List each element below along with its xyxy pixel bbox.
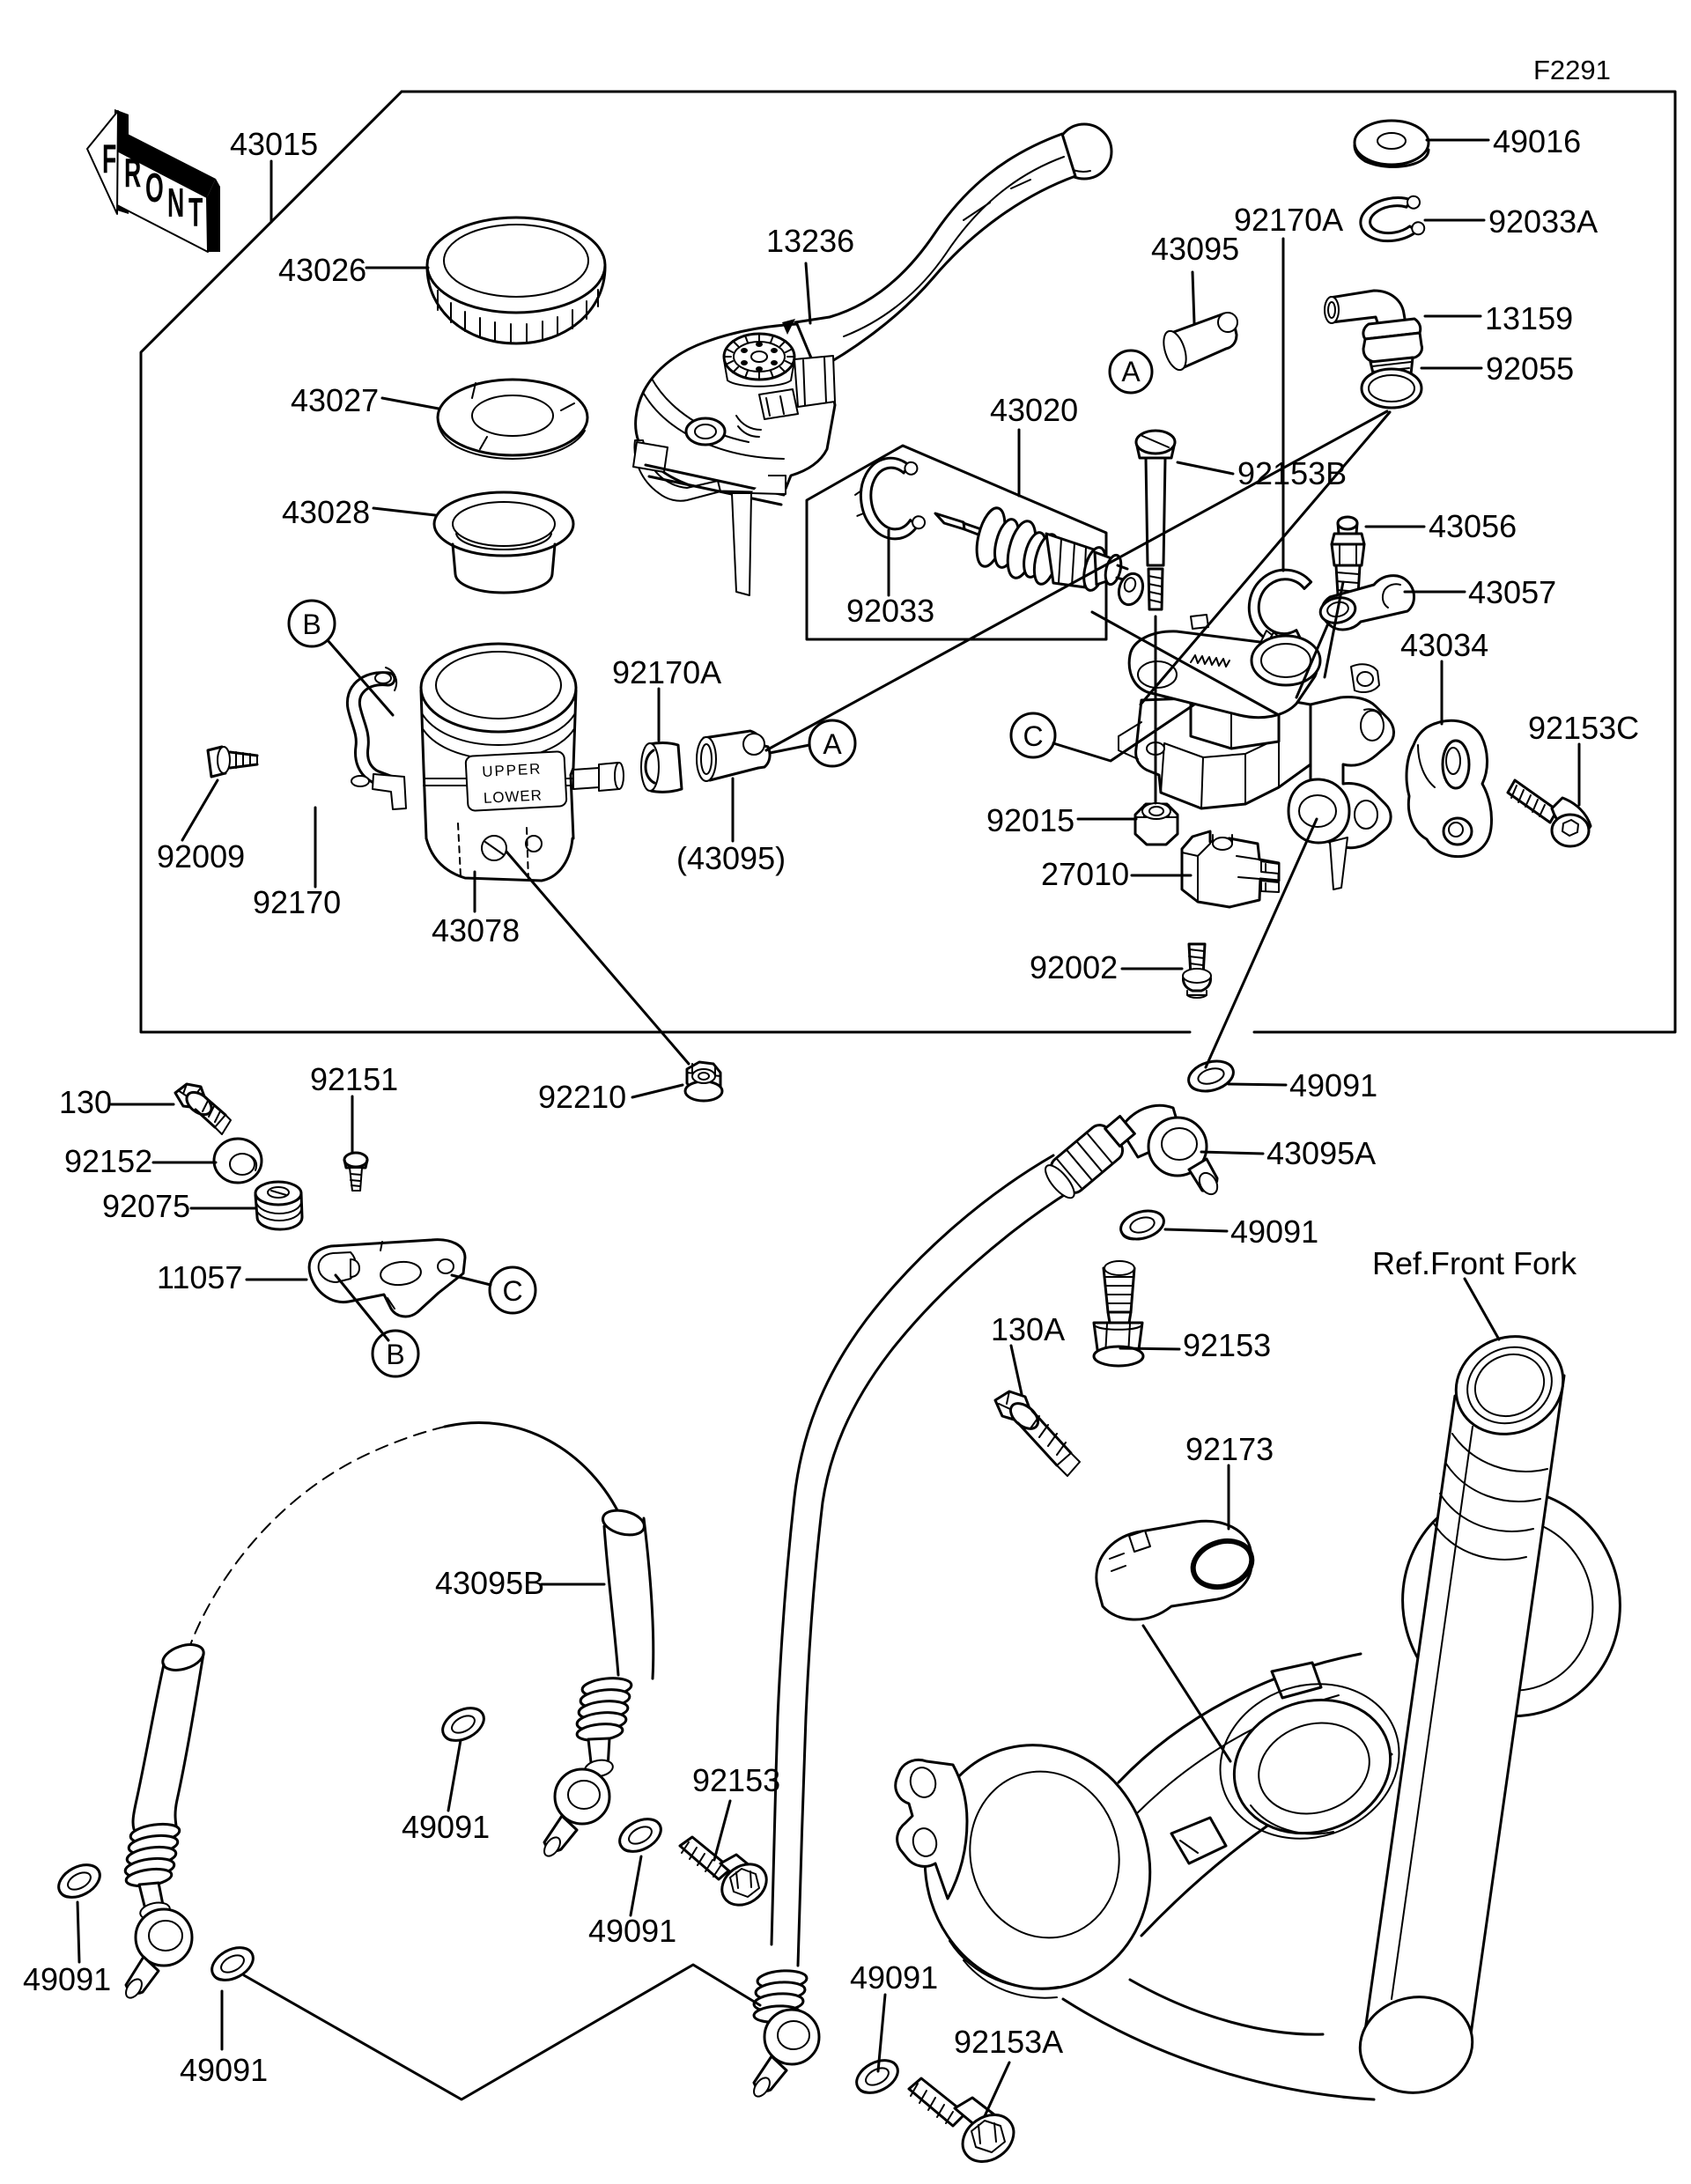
svg-text:F2291: F2291 (1533, 55, 1611, 85)
svg-text:43020: 43020 (990, 392, 1078, 428)
svg-text:43095B: 43095B (435, 1565, 544, 1601)
svg-text:49091: 49091 (1230, 1214, 1318, 1250)
svg-text:92152: 92152 (64, 1143, 152, 1179)
svg-text:92009: 92009 (157, 838, 245, 874)
svg-text:A: A (823, 728, 842, 760)
svg-text:43034: 43034 (1400, 627, 1488, 663)
svg-text:O: O (145, 165, 164, 210)
svg-text:92153B: 92153B (1237, 455, 1347, 491)
svg-text:F: F (102, 136, 116, 181)
svg-text:92170A: 92170A (612, 654, 721, 690)
svg-text:13236: 13236 (766, 223, 854, 259)
svg-text:43057: 43057 (1468, 574, 1556, 610)
svg-text:B: B (386, 1339, 404, 1370)
svg-text:92015: 92015 (986, 802, 1074, 838)
svg-text:43078: 43078 (432, 912, 520, 948)
svg-text:49091: 49091 (588, 1913, 676, 1949)
svg-text:92153A: 92153A (954, 2024, 1063, 2060)
svg-text:13159: 13159 (1485, 300, 1573, 336)
svg-text:43095A: 43095A (1266, 1135, 1376, 1171)
svg-text:92153: 92153 (1183, 1327, 1271, 1363)
svg-text:43056: 43056 (1429, 508, 1517, 544)
svg-text:A: A (1121, 356, 1141, 387)
svg-text:43027: 43027 (291, 382, 379, 418)
svg-text:49091: 49091 (180, 2052, 268, 2088)
svg-text:C: C (1023, 720, 1043, 752)
svg-text:92153: 92153 (692, 1762, 780, 1798)
svg-text:92170A: 92170A (1234, 202, 1343, 238)
svg-text:92033: 92033 (846, 593, 934, 629)
svg-text:N: N (167, 180, 184, 225)
svg-text:49016: 49016 (1493, 123, 1581, 159)
svg-text:49091: 49091 (1289, 1067, 1377, 1103)
svg-text:LOWER: LOWER (483, 787, 542, 807)
svg-text:R: R (124, 150, 141, 195)
svg-text:Ref.Front Fork: Ref.Front Fork (1372, 1245, 1577, 1281)
svg-text:27010: 27010 (1041, 856, 1129, 892)
svg-text:49091: 49091 (402, 1809, 490, 1845)
svg-text:43095: 43095 (1151, 231, 1239, 267)
svg-text:92151: 92151 (310, 1061, 398, 1097)
svg-text:92210: 92210 (538, 1079, 626, 1115)
svg-text:11057: 11057 (157, 1259, 242, 1295)
svg-text:(43095): (43095) (676, 840, 786, 876)
svg-text:92055: 92055 (1486, 350, 1574, 387)
svg-text:92153C: 92153C (1528, 710, 1639, 746)
svg-text:T: T (188, 189, 203, 234)
svg-text:92075: 92075 (102, 1188, 190, 1224)
svg-text:92170: 92170 (253, 884, 341, 920)
svg-text:UPPER: UPPER (482, 761, 541, 780)
svg-text:43026: 43026 (278, 252, 366, 288)
svg-text:49091: 49091 (23, 1961, 111, 1997)
svg-text:43028: 43028 (282, 494, 370, 530)
svg-text:92173: 92173 (1185, 1431, 1274, 1467)
svg-text:92002: 92002 (1030, 949, 1118, 985)
svg-text:B: B (302, 609, 321, 640)
svg-text:C: C (502, 1275, 522, 1307)
svg-text:43015: 43015 (230, 126, 318, 162)
svg-text:130: 130 (59, 1084, 112, 1120)
svg-text:49091: 49091 (850, 1959, 938, 1996)
svg-text:130A: 130A (991, 1311, 1065, 1347)
svg-text:92033A: 92033A (1488, 203, 1598, 240)
